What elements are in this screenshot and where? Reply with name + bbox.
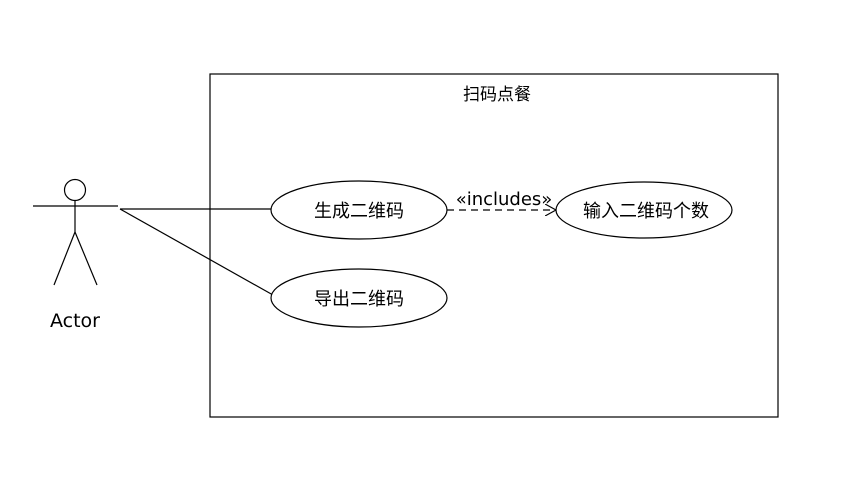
use-case-input-qr-count[interactable]: 输入二维码个数 — [555, 181, 733, 239]
actor-right-leg — [74, 231, 98, 286]
system-title: 扫码点餐 — [463, 85, 531, 105]
use-case-generate-qr[interactable]: 生成二维码 — [270, 180, 448, 240]
actor-head — [63, 178, 87, 202]
include-relationship: «includes» — [447, 189, 556, 210]
actor-left-leg — [53, 231, 76, 286]
include-label: «includes» — [456, 189, 553, 210]
system-boundary: 扫码点餐 — [209, 73, 779, 418]
use-case-input-qr-count-label: 输入二维码个数 — [583, 201, 709, 222]
actor-label: Actor — [50, 310, 100, 332]
actor[interactable]: Actor — [33, 178, 118, 333]
use-case-export-qr[interactable]: 导出二维码 — [270, 268, 448, 328]
use-case-export-qr-label: 导出二维码 — [314, 289, 404, 310]
association-export-qr — [119, 208, 274, 296]
use-case-generate-qr-label: 生成二维码 — [314, 201, 404, 222]
